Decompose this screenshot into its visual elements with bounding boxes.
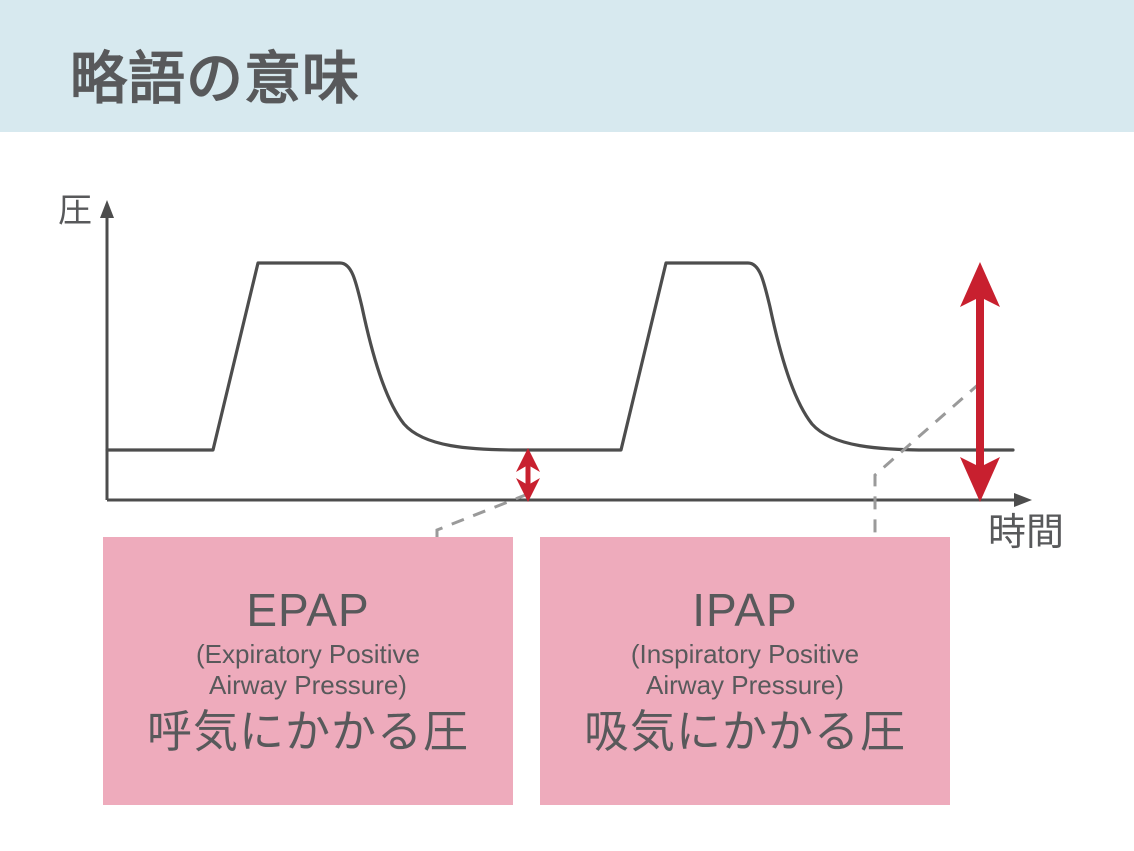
chart-svg <box>100 200 1032 544</box>
ipap-term-box: IPAP (Inspiratory Positive Airway Pressu… <box>540 537 950 805</box>
pressure-curve <box>105 261 1015 452</box>
ipap-leader-line <box>873 381 981 542</box>
x-axis-label: 時間 <box>988 512 1065 554</box>
epap-expansion-line2: Airway Pressure) <box>209 670 407 700</box>
ipap-abbreviation: IPAP <box>692 584 798 636</box>
y-axis-label: 圧 <box>58 192 92 230</box>
y-axis <box>100 200 114 500</box>
epap-expansion-line1: (Expiratory Positive <box>196 639 420 669</box>
x-axis <box>107 493 1032 507</box>
ipap-double-arrow <box>960 262 1000 502</box>
epap-leader-line <box>435 492 529 544</box>
ipap-expansion-line2: Airway Pressure) <box>646 670 844 700</box>
pressure-waveform-chart: 圧 時間 <box>0 132 1134 562</box>
epap-term-box: EPAP (Expiratory Positive Airway Pressur… <box>103 537 513 805</box>
page-title: 略語の意味 <box>70 47 360 111</box>
ipap-expansion-line1: (Inspiratory Positive <box>630 639 860 669</box>
ipap-japanese-label: 吸気にかかる圧 <box>583 706 906 757</box>
epap-double-arrow <box>516 448 540 502</box>
header-band <box>0 0 1134 132</box>
epap-abbreviation: EPAP <box>246 584 370 636</box>
epap-japanese-label: 呼気にかかる圧 <box>146 706 469 757</box>
